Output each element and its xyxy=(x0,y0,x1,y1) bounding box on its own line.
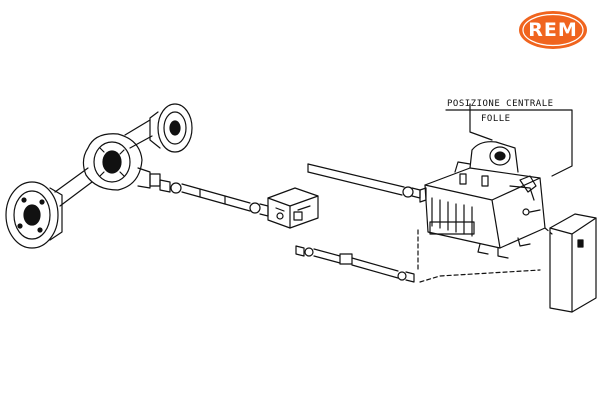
label-folle: FOLLE xyxy=(481,114,511,124)
transfer-box xyxy=(267,187,319,229)
rear-axle xyxy=(5,103,193,249)
label-posizione-centrale: POSIZIONE CENTRALE xyxy=(447,99,554,109)
dashed-connectors xyxy=(417,227,553,283)
gearbox xyxy=(419,141,546,259)
rear-propeller-shaft xyxy=(159,179,269,217)
control-box xyxy=(549,213,597,313)
rem-logo xyxy=(519,11,587,49)
lower-shaft xyxy=(295,245,415,283)
upper-shaft xyxy=(307,163,421,199)
label-leaders xyxy=(445,103,573,177)
